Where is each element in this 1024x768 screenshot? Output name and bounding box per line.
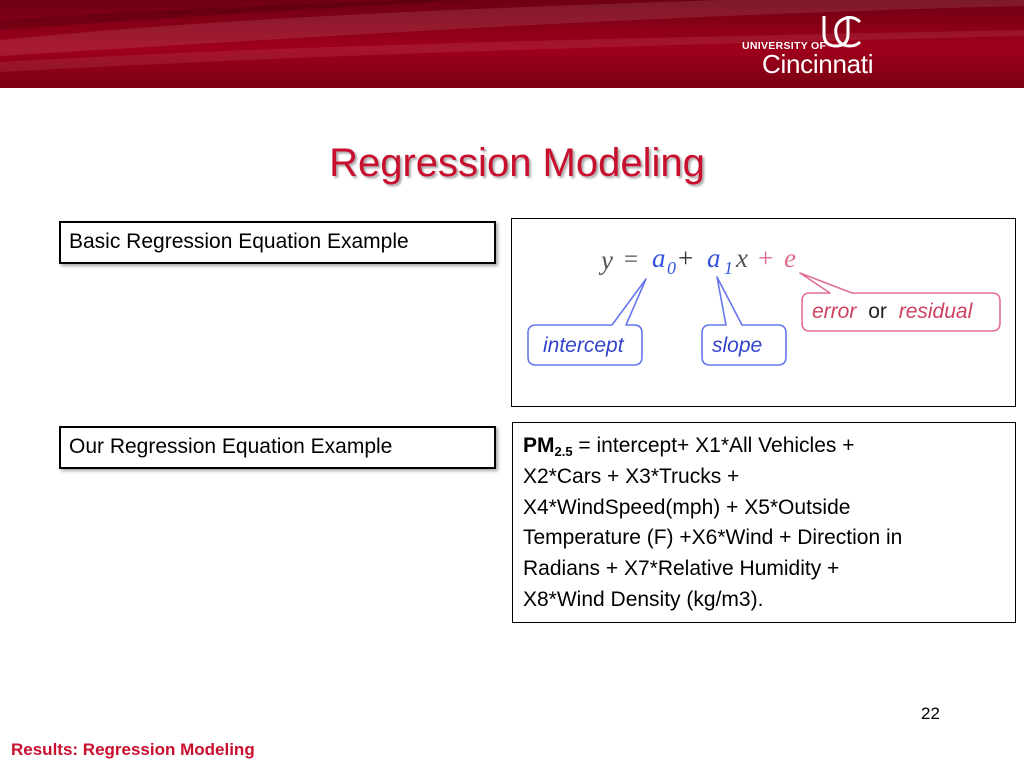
eq-sub0: 0 — [667, 258, 676, 278]
eq-e: e — [784, 243, 796, 273]
eq-a1: a — [707, 243, 721, 273]
university-prefix: UNIVERSITY OF — [742, 40, 827, 52]
our-equation-text: PM2.5 = intercept+ X1*All Vehicles + X2*… — [512, 422, 1016, 623]
eq-plus2: + — [758, 243, 773, 273]
pm-label: PM — [523, 434, 555, 457]
equation-line-6: X8*Wind Density (kg/m3). — [523, 587, 764, 611]
eq-a0: a — [652, 243, 666, 273]
equation-line-5: Radians + X7*Relative Humidity + — [523, 557, 840, 581]
error-residual-text: error or residual — [812, 300, 974, 323]
equation-line-1: = intercept+ X1*All Vehicles + — [572, 434, 855, 457]
equation-line-4: Temperature (F) +X6*Wind + Direction in — [523, 526, 903, 550]
page-number: 22 — [921, 704, 940, 723]
banner-stripes — [0, 0, 1024, 72]
our-equation-label: Our Regression Equation Example — [59, 426, 496, 469]
eq-y: y — [598, 245, 613, 275]
pm-subscript: 2.5 — [554, 444, 573, 459]
intercept-callout — [527, 278, 647, 366]
slope-label: slope — [712, 334, 762, 357]
equation-line-2: X2*Cars + X3*Trucks + — [523, 464, 740, 488]
eq-sub1: 1 — [724, 258, 733, 278]
uc-logo-icon — [822, 16, 862, 48]
error-callout — [799, 272, 1001, 332]
eq-equals: = — [624, 246, 638, 273]
intercept-label: intercept — [543, 334, 625, 357]
slide-title: Regression Modeling — [329, 141, 705, 185]
eq-x: x — [735, 243, 748, 273]
header-banner: UNIVERSITY OF Cincinnati — [0, 0, 1024, 88]
basic-equation-panel: y = a 0 + a 1 x + e intercept slope erro… — [511, 218, 1016, 407]
basic-equation-diagram: y = a 0 + a 1 x + e intercept slope erro… — [527, 243, 1001, 366]
footer-text: Results: Regression Modeling — [11, 740, 255, 759]
eq-plus1: + — [678, 243, 693, 273]
university-name: Cincinnati — [762, 49, 874, 79]
slope-callout — [701, 276, 787, 366]
equation-line-3: X4*WindSpeed(mph) + X5*Outside — [523, 495, 851, 519]
basic-equation-label: Basic Regression Equation Example — [59, 221, 496, 264]
